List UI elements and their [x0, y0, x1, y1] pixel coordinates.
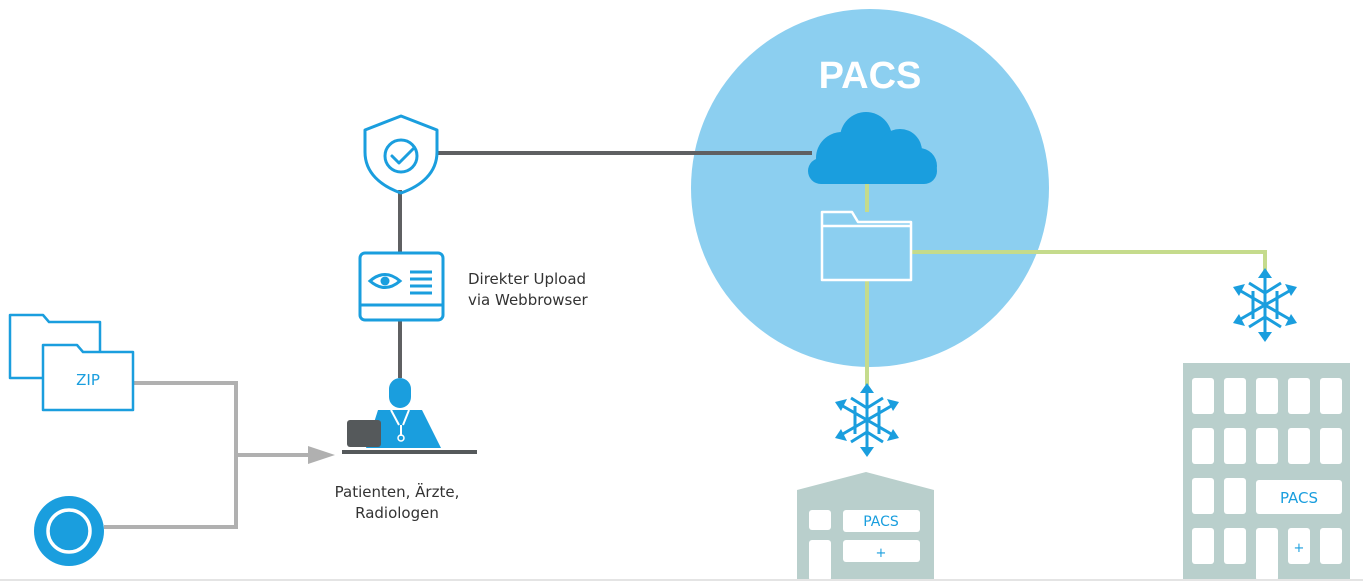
network-arrows-icon — [1233, 268, 1297, 342]
hospital-building-icon: PACS + — [1183, 363, 1350, 581]
disc-icon — [34, 496, 104, 566]
zip-label: ZIP — [76, 371, 100, 389]
cloud-icon — [808, 112, 937, 184]
pacs-cloud-title: PACS — [819, 55, 922, 97]
hospital-building-icon: PACS + — [797, 472, 934, 581]
users-label-line1: Patienten, Ärzte, — [335, 482, 460, 501]
upload-label-line2: via Webbrowser — [468, 291, 589, 309]
hospital-tall-sign: PACS — [1280, 489, 1318, 507]
hospital-small-sign: PACS — [863, 514, 899, 530]
pacs-cloud-circle — [691, 9, 1049, 367]
doctor-laptop-icon — [342, 378, 477, 454]
network-arrows-icon — [835, 383, 899, 457]
shield-check-icon — [363, 114, 439, 195]
zip-folder-icon: ZIP — [8, 313, 135, 412]
arrow-head — [308, 446, 335, 464]
hospital-tall-cross: + — [1294, 541, 1305, 556]
users-label-line2: Radiologen — [355, 504, 439, 522]
connector-folder-right — [912, 250, 1267, 272]
upload-label-line1: Direkter Upload — [468, 270, 586, 288]
hospital-small-cross: + — [876, 546, 887, 561]
folder-icon — [820, 210, 913, 282]
browser-eye-icon — [358, 251, 445, 322]
